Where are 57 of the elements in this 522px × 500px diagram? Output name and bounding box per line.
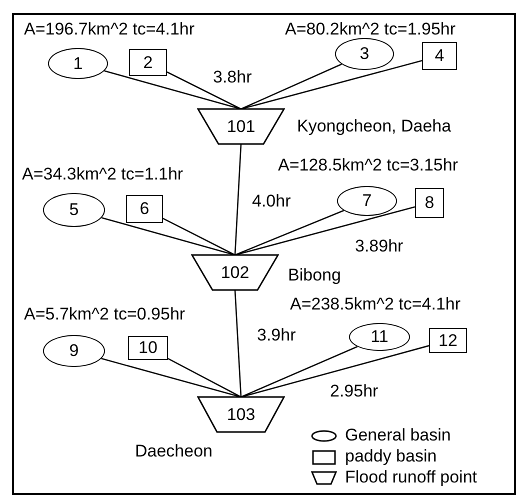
paddy-basin-box [129,49,167,76]
general-basin-ellipse [43,193,105,227]
flow-line [234,290,242,398]
flow-line [162,218,236,256]
general-basin-ellipse [337,186,397,216]
node-number: 103 [226,404,256,424]
annotation-text: 2.95hr [330,382,378,402]
node-number: 7 [362,191,372,211]
paddy-basin-box [415,188,444,218]
flow-line [234,210,344,256]
paddy-basin-box [128,336,168,360]
flood-runoff-trapezoid [197,396,285,433]
annotation-text: 4.0hr [252,192,291,212]
location-name: Daecheon [135,442,213,462]
node-number: 6 [140,199,150,219]
flow-line [240,64,342,110]
annotation-text: A=34.3km^2 tc=1.1hr [22,166,184,184]
flood-runoff-trapezoid [197,108,285,145]
annotation-text: 3.8hr [213,68,252,88]
flow-line [240,346,358,398]
flow-line [234,206,416,256]
flow-line [240,345,430,398]
node-number: 3 [360,44,370,64]
location-name: Bibong [288,266,341,286]
flow-line [234,144,242,256]
node-number: 101 [226,116,256,136]
node-number: 2 [143,52,153,72]
flow-line [168,358,242,398]
flow-line [166,71,242,110]
node-number: 12 [438,330,458,350]
legend-label: Flood runoff point [345,468,477,488]
annotation-text: A=80.2km^2 tc=1.95hr [285,20,456,40]
node-number: 102 [220,262,250,282]
node-number: 9 [69,341,79,361]
paddy-basin-box [429,328,467,353]
paddy-basin-box [126,195,163,223]
annotation-text: A=5.7km^2 tc=0.95hr [24,306,186,324]
legend-label: General basin [345,426,451,446]
node-number: 5 [69,200,79,220]
general-basin-ellipse [43,335,105,367]
annotation-text: 3.89hr [355,238,404,256]
legend-label: paddy basin [345,448,437,466]
location-name: Kyongcheon, Daeha [297,118,452,136]
annotation-text: A=128.5km^2 tc=3.15hr [278,156,458,176]
node-number: 1 [73,54,83,74]
node-number: 4 [434,46,444,66]
node-number: 10 [138,338,158,358]
paddy-basin-box [422,42,457,70]
node-number: 11 [370,327,388,347]
general-basin-ellipse [335,38,394,70]
general-basin-ellipse [48,48,108,79]
flood-runoff-trapezoid [191,254,279,291]
annotation-text: A=238.5km^2 tc=4.1hr [290,296,461,314]
general-basin-ellipse [349,323,410,351]
annotation-text: 3.9hr [257,326,296,346]
annotation-text: A=196.7km^2 tc=4.1hr [24,20,195,40]
node-number: 8 [424,193,434,213]
